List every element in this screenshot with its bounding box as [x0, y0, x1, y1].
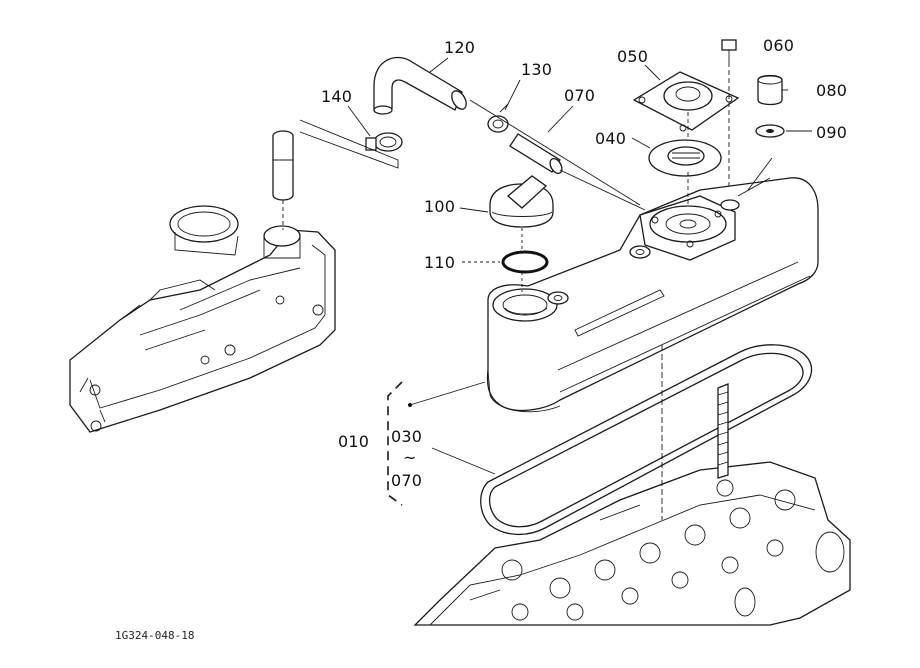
leader-lines: [347, 57, 812, 475]
label-130: 130: [521, 60, 553, 79]
label-030: 030: [391, 427, 423, 446]
oil-filler-cap-100: [489, 175, 554, 228]
label-010: 010: [338, 432, 370, 451]
label-140: 140: [321, 87, 353, 106]
screw-060: [721, 39, 737, 210]
label-110: 110: [424, 253, 456, 272]
cylinder-head: [413, 461, 851, 626]
cover-gasket: [480, 344, 813, 536]
hose-clamp-140: [365, 132, 403, 152]
guide-lines: [299, 99, 646, 211]
label-050: 050: [617, 47, 649, 66]
diaphragm-040: [648, 139, 722, 177]
stud-bolt: [717, 383, 729, 479]
breather-hose-120: [373, 56, 467, 115]
separator-cover-050: [632, 71, 740, 132]
label-range-tilde: ~: [403, 448, 417, 467]
assembly-bracket: [387, 381, 403, 506]
label-120: 120: [444, 38, 476, 57]
intake-manifold: [69, 205, 336, 433]
label-060: 060: [763, 36, 795, 55]
label-090: 090: [816, 123, 848, 142]
drawing-code: 1G324-048-18: [115, 629, 195, 642]
label-040: 040: [595, 129, 627, 148]
label-100: 100: [424, 197, 456, 216]
o-ring-110: [501, 250, 549, 274]
label-070: 070: [564, 86, 596, 105]
cylinder-head-cover: [486, 157, 819, 413]
label-070-range-end: 070: [391, 471, 423, 490]
label-080: 080: [816, 81, 848, 100]
centerlines: [521, 112, 689, 520]
cap-nut-080: [757, 74, 783, 106]
breather-pipe: [272, 130, 294, 230]
washer-090: [755, 124, 785, 138]
breather-pipe-070: [509, 133, 563, 175]
hose-clamp-130: [487, 103, 509, 133]
